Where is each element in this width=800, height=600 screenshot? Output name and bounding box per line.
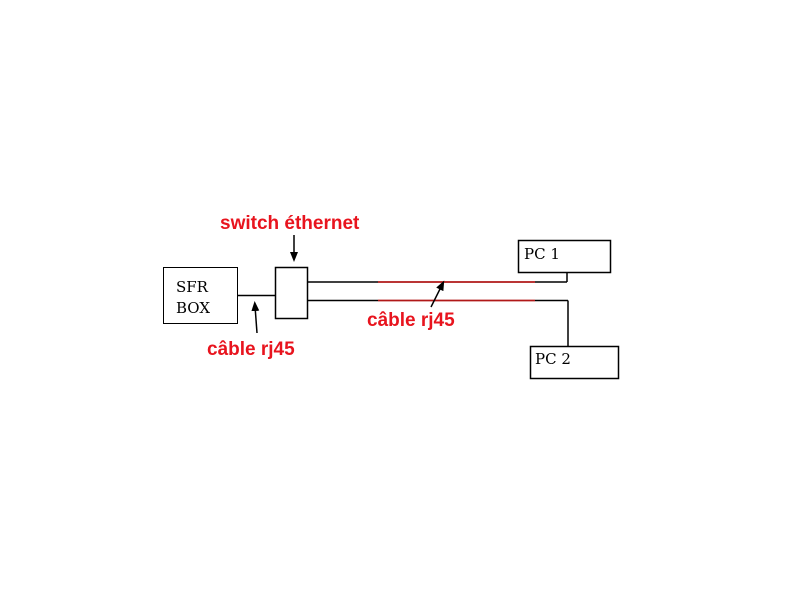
pc1-label: PC 1	[524, 245, 560, 263]
sfr-box-label-line1: SFR	[176, 278, 209, 296]
sfr-box-node: SFR BOX	[163, 267, 238, 324]
cable-middle-annotation-arrow	[430, 280, 445, 308]
switch-rect	[274, 266, 309, 320]
cable-middle-annotation-label: câble rj45	[367, 310, 455, 331]
cable-middle-annotation: câble rj45	[367, 280, 455, 331]
cable-left-annotation: câble rj45	[207, 301, 295, 360]
switch-annotation: switch éthernet	[220, 213, 360, 262]
cable-switch-to-pc1	[307, 272, 568, 283]
pc2-label: PC 2	[535, 350, 571, 368]
pc1-node: PC 1	[517, 239, 612, 274]
sfr-box-label-line2: BOX	[176, 299, 210, 317]
cable-switch-to-pc2	[307, 299, 569, 347]
cable-left-annotation-label: câble rj45	[207, 339, 295, 360]
switch-annotation-label: switch éthernet	[220, 213, 360, 234]
pc2-node: PC 2	[529, 345, 620, 380]
switch-node	[274, 266, 309, 320]
pc2-rect	[529, 345, 620, 380]
cable-left-annotation-arrow	[251, 301, 260, 334]
pc1-rect	[517, 239, 612, 274]
sfr-box-rect	[163, 267, 238, 324]
